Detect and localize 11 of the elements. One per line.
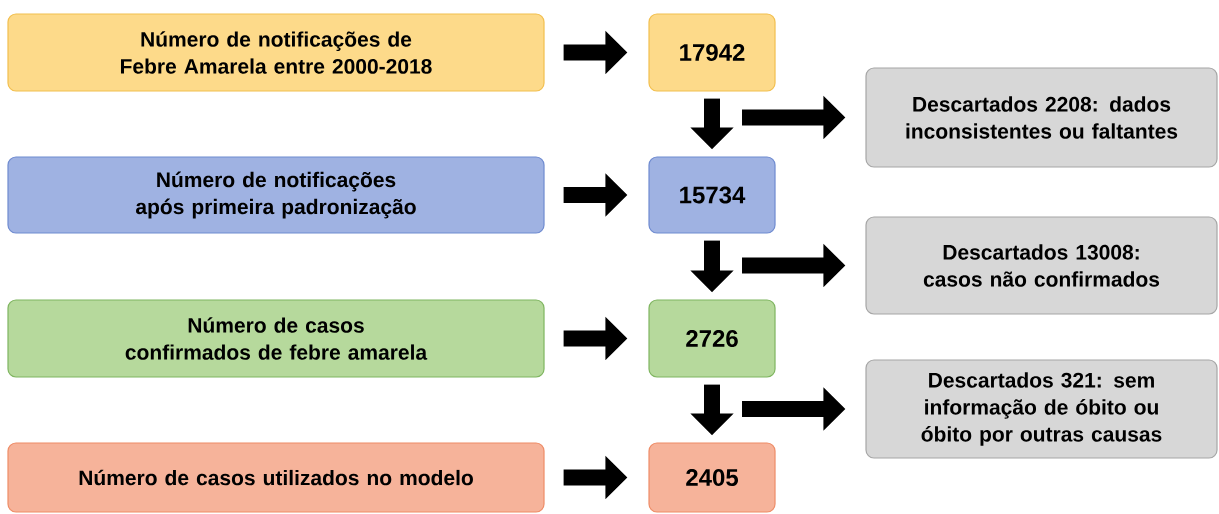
count-box: 2726 — [648, 299, 776, 378]
count-box: 17942 — [648, 13, 776, 92]
process-box: Número de casos confirmados de febre amarela — [7, 299, 545, 378]
process-box: Número de notificações de Febre Amarela entre 2000-2018 — [7, 13, 545, 92]
excluded-box: Descartados 2208: dados inconsistentes ou faltantes — [865, 67, 1218, 168]
count-box: 2405 — [648, 442, 776, 513]
excluded-box: Descartados 13008: casos não confirmados — [865, 216, 1218, 315]
count-box: 15734 — [648, 156, 776, 234]
excluded-box: Descartados 321: sem informação de óbito ou óbito por outras causas — [865, 359, 1218, 459]
process-box: Número de casos utilizados no modelo — [7, 442, 545, 513]
process-box: Número de notificações após primeira padronização — [7, 156, 545, 234]
